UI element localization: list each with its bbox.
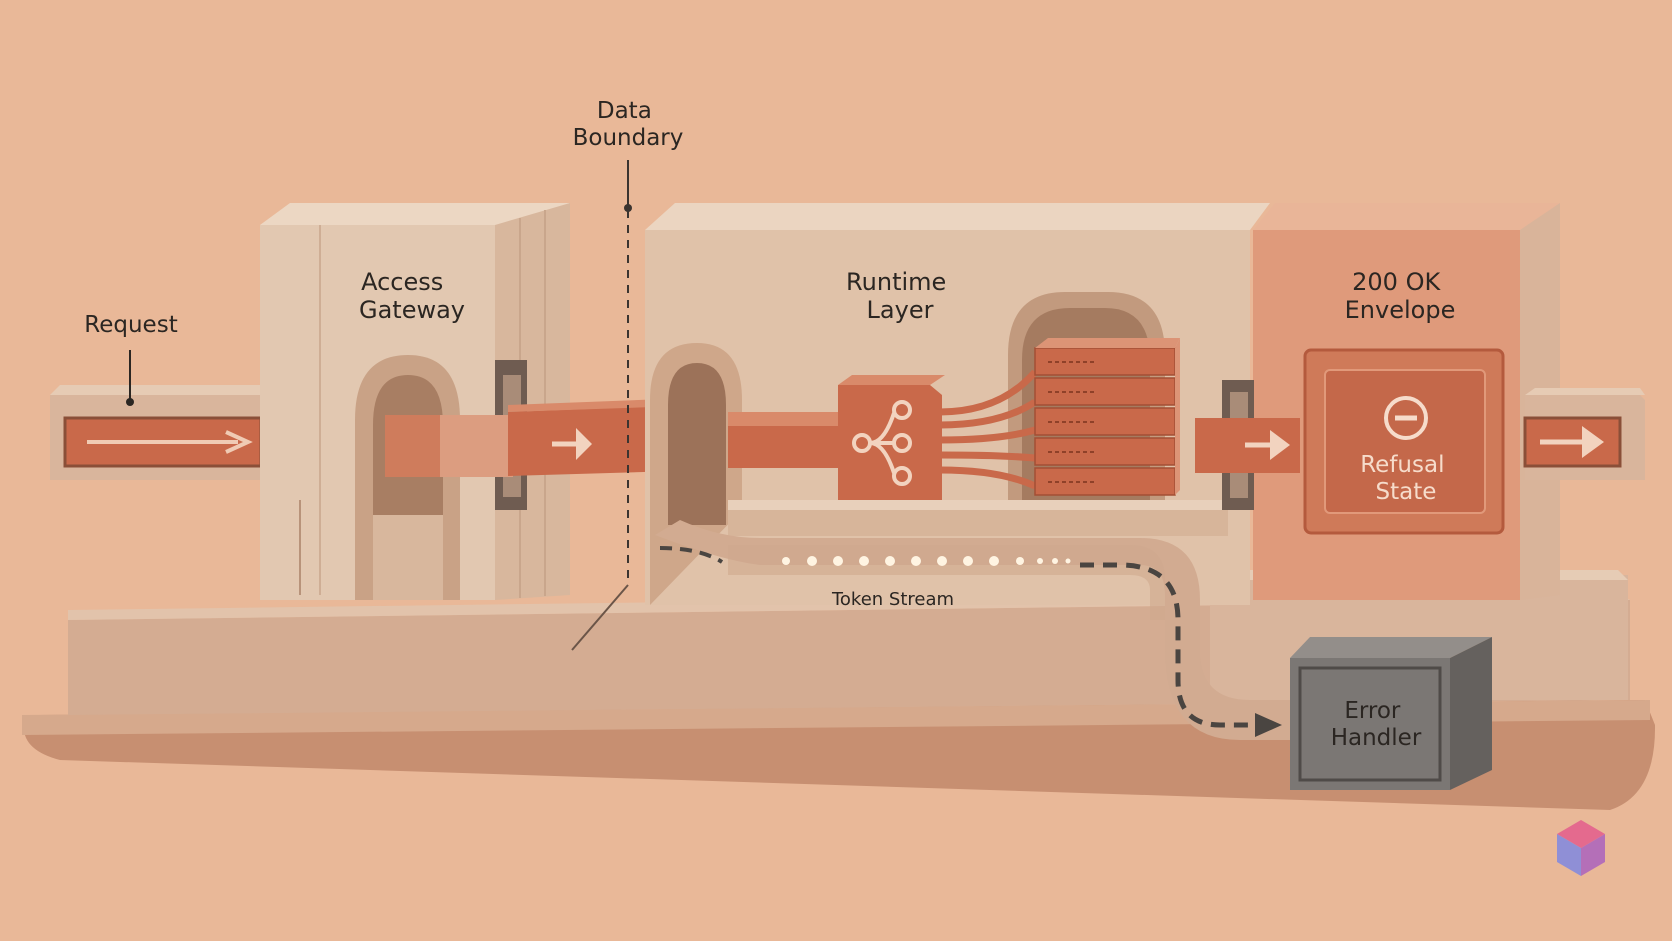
minus-circle-icon <box>1384 396 1428 440</box>
token-dots <box>782 556 1071 566</box>
right-arrow-icon <box>552 428 592 460</box>
envelope-label: 200 OK Envelope <box>1345 268 1456 324</box>
access-gateway-block <box>260 203 570 600</box>
error-handler-block <box>1290 637 1492 790</box>
data-boundary-line <box>571 160 632 651</box>
leader-lines <box>126 350 134 406</box>
right-arrow-icon <box>1540 426 1604 458</box>
access-gateway-label: Access Gateway <box>359 268 465 324</box>
token-stream-channel <box>655 520 1290 740</box>
refusal-state-label: Refusal State <box>1360 452 1452 505</box>
error-handler-label: Error Handler <box>1331 698 1422 751</box>
right-arrow-icon <box>1245 430 1290 460</box>
output-slab <box>1523 388 1645 480</box>
server-stack <box>1034 338 1180 496</box>
request-label: Request <box>84 312 177 338</box>
envelope-block <box>1195 203 1560 600</box>
data-boundary-label: Data Boundary <box>573 98 684 151</box>
cube-logo-icon <box>1557 820 1605 876</box>
token-stream-label: Token Stream <box>831 589 954 610</box>
router-assembly <box>728 338 1180 500</box>
branch-split-icon <box>852 400 912 486</box>
right-arrow-icon <box>87 430 253 454</box>
runtime-layer-label: Runtime Layer <box>846 268 954 324</box>
request-input <box>50 385 265 480</box>
